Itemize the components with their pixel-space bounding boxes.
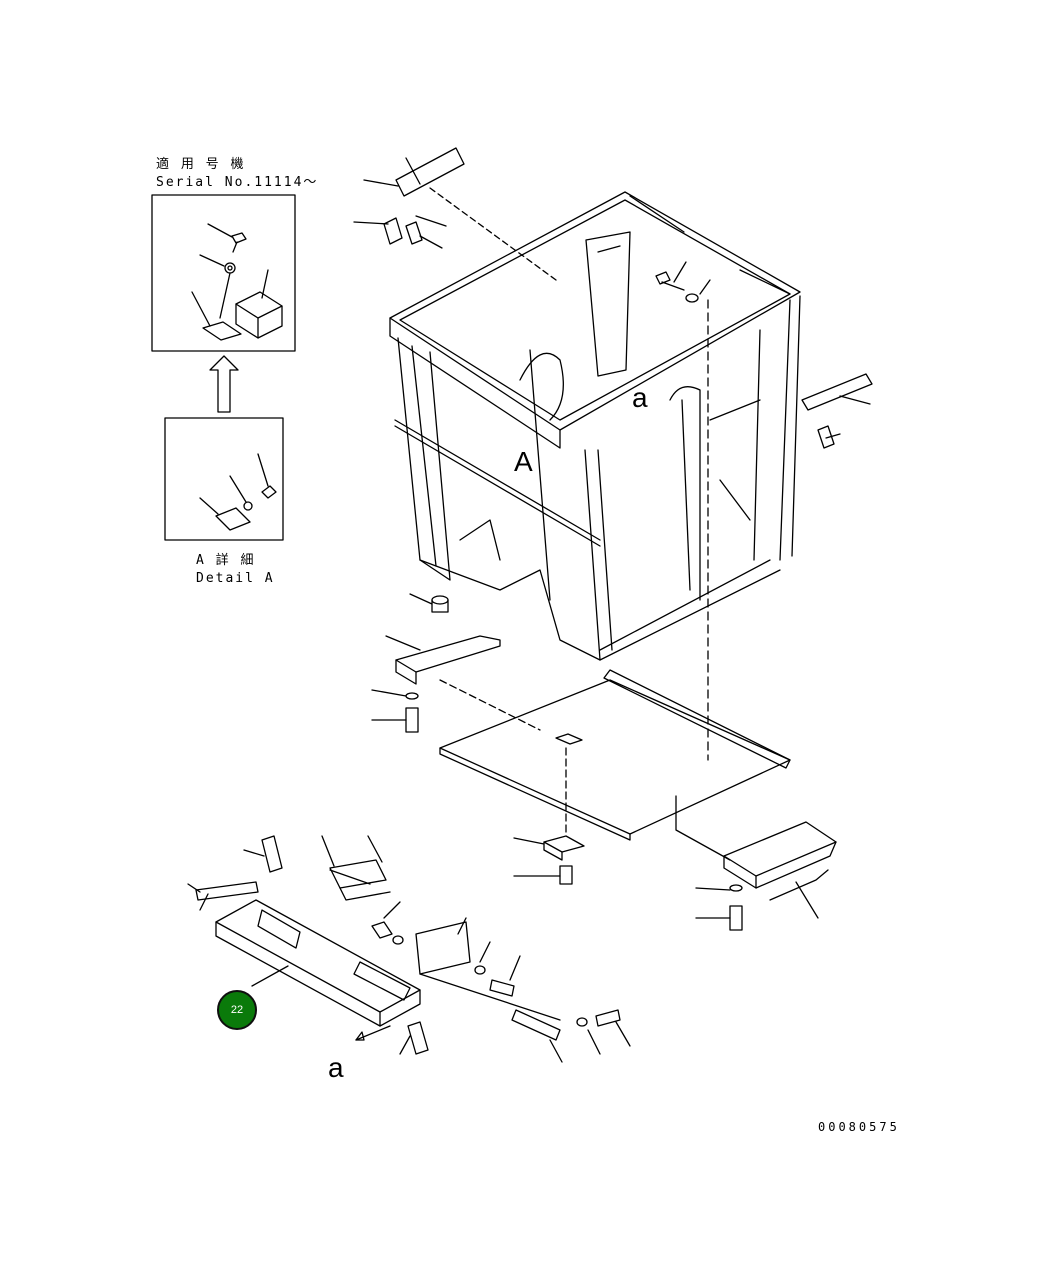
view-label-a-lower: a (328, 1052, 344, 1083)
cab-frame (389, 191, 801, 661)
serial-title-en: Serial No.11114～ (156, 175, 319, 190)
drawing-number: 00080575 (818, 1120, 900, 1134)
right-floor-bracket (695, 821, 837, 931)
view-label-A: A (514, 446, 533, 477)
view-label-a-upper: a (632, 382, 648, 413)
detail-a-inset (164, 417, 284, 541)
up-arrow-icon (209, 355, 239, 413)
serial-inset (151, 194, 296, 352)
detail-title-jp: A 詳 細 (196, 553, 256, 568)
top-bracket-group (353, 147, 791, 761)
floor-clip (513, 835, 585, 885)
seat-base (371, 593, 541, 733)
right-rail (801, 373, 873, 449)
floor-plate (439, 669, 791, 861)
detail-title-en: Detail A (196, 571, 275, 586)
serial-title-jp: 適 用 号 機 (156, 157, 246, 172)
part-callout-22[interactable]: 22 (217, 990, 257, 1030)
bottom-console (187, 835, 631, 1063)
